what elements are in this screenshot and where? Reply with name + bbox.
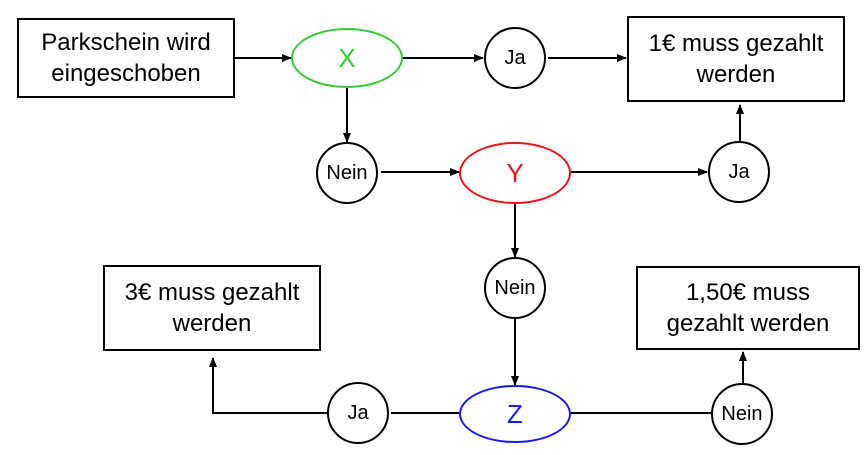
y-yes-node: Ja xyxy=(708,141,770,203)
pay-3-euro-box: 3€ muss gezahlt werden xyxy=(103,265,321,351)
pay-1-50-euro-box: 1,50€ muss gezahlt werden xyxy=(636,266,860,350)
decision-z-label: Z xyxy=(507,398,523,429)
decision-x: X xyxy=(291,28,403,88)
decision-z: Z xyxy=(459,385,571,443)
z-yes-node: Ja xyxy=(327,382,389,444)
decision-y: Y xyxy=(459,142,571,204)
decision-y-label: Y xyxy=(506,157,524,188)
x-yes-node: Ja xyxy=(484,27,546,89)
start-box: Parkschein wird eingeschoben xyxy=(17,18,235,98)
pay-1-euro-box: 1€ muss gezahlt werden xyxy=(627,16,845,102)
x-no-node: Nein xyxy=(316,142,378,204)
decision-x-label: X xyxy=(338,42,356,73)
z-no-node: Nein xyxy=(711,383,773,445)
arrow-ja-to-pay3 xyxy=(209,357,327,414)
y-no-node: Nein xyxy=(484,257,546,319)
